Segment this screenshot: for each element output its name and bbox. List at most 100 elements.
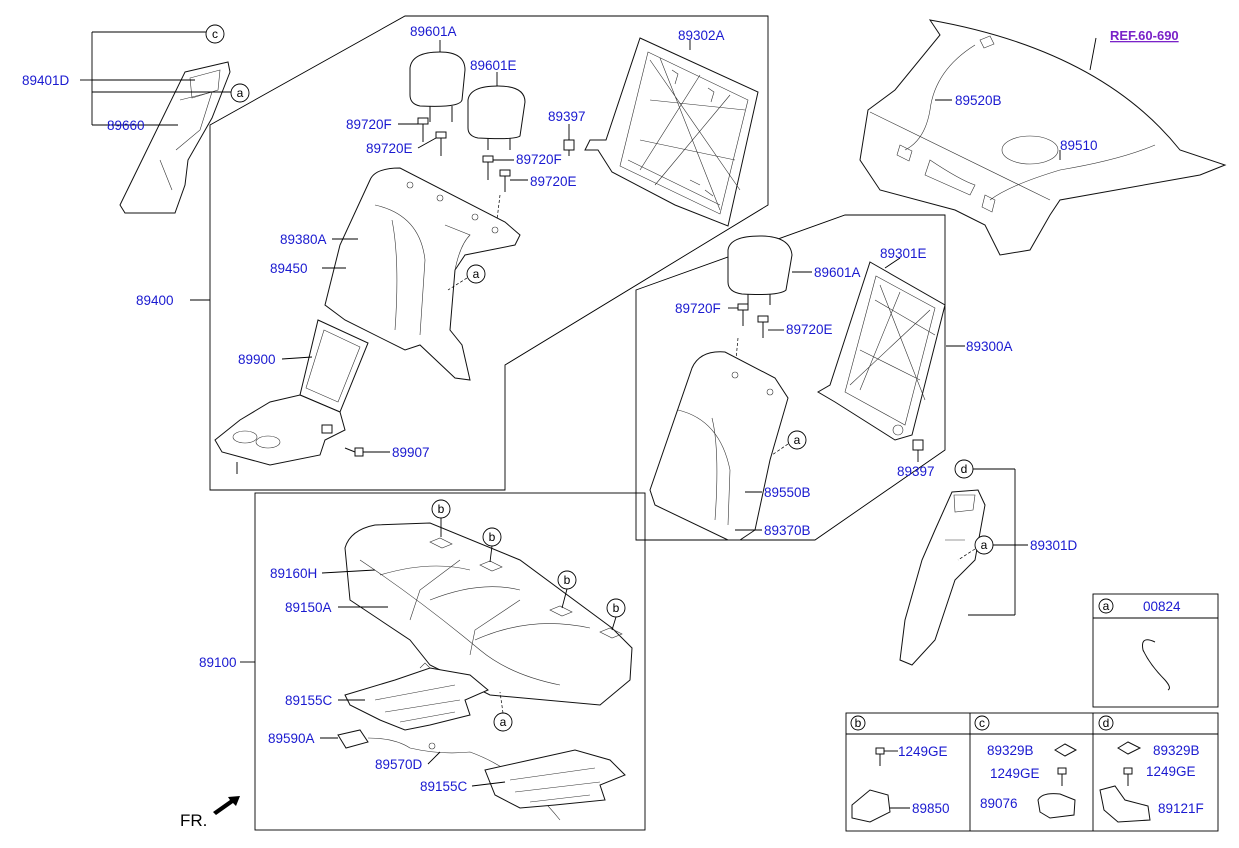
legend-c-pad-label[interactable]: 89329B — [987, 743, 1034, 758]
part-89720E-3[interactable]: 89720E — [786, 322, 833, 337]
guide-89720E-3 — [757, 315, 769, 338]
module-89590A — [337, 729, 561, 821]
legend-b-bolt-label[interactable]: 1249GE — [898, 744, 948, 759]
legend-a-part[interactable]: 00824 — [1143, 599, 1181, 614]
guide-89720E-1 — [435, 131, 447, 156]
part-89720F-1[interactable]: 89720F — [346, 117, 392, 132]
part-89510[interactable]: 89510 — [1060, 138, 1098, 153]
nut-89397-right — [912, 439, 924, 451]
guide-89720F-1 — [417, 117, 429, 142]
legend-c-key: c — [979, 716, 985, 730]
callout-a-4 — [974, 535, 994, 555]
legend-d-pad-label[interactable]: 89329B — [1153, 743, 1200, 758]
part-89450[interactable]: 89450 — [270, 261, 308, 276]
nut-89397-top — [563, 139, 575, 156]
side-bolster-right — [899, 489, 986, 666]
part-89370B[interactable]: 89370B — [764, 523, 811, 538]
part-89397-right[interactable]: 89397 — [897, 464, 935, 479]
part-89720E-1[interactable]: 89720E — [366, 141, 413, 156]
legend-c-block — [1037, 793, 1076, 819]
part-89720F-2[interactable]: 89720F — [516, 152, 562, 167]
callout-b-1-text: b — [438, 502, 445, 516]
part-89601A-right[interactable]: 89601A — [814, 265, 861, 280]
armrest-89900 — [214, 319, 369, 474]
legend-d-pad — [1117, 741, 1142, 755]
seatback-group-outline — [209, 15, 769, 491]
part-89302A[interactable]: 89302A — [678, 28, 725, 43]
part-89155C-1[interactable]: 89155C — [285, 693, 333, 708]
part-89601E[interactable]: 89601E — [470, 58, 517, 73]
right-cover — [649, 351, 789, 541]
part-89100[interactable]: 89100 — [199, 655, 237, 670]
guide-89720E-2 — [499, 169, 511, 192]
front-marker: FR. — [180, 811, 207, 830]
ref-link[interactable]: REF.60-690 — [1110, 28, 1179, 43]
part-89155C-2[interactable]: 89155C — [420, 779, 468, 794]
bolt-89907 — [344, 447, 364, 457]
legend-d-bolt — [1123, 767, 1133, 786]
headrest-89601E — [467, 85, 526, 150]
guide-89720F-2 — [482, 155, 494, 180]
part-89520B[interactable]: 89520B — [955, 93, 1002, 108]
callout-a-2-text: a — [473, 267, 480, 281]
legend-b-bolt — [875, 747, 885, 766]
right-seatback-group-outline — [635, 214, 946, 541]
legend-d-key: d — [1103, 716, 1110, 730]
part-89301D[interactable]: 89301D — [1030, 538, 1078, 553]
callout-a-3-text: a — [794, 433, 801, 447]
parcel-shelf-harness — [859, 19, 1227, 256]
legend-b-key: b — [855, 716, 862, 730]
callout-a-5-text: a — [500, 715, 507, 729]
headrest-89601A-top — [409, 51, 466, 122]
part-89900[interactable]: 89900 — [238, 352, 276, 367]
part-89550B[interactable]: 89550B — [764, 485, 811, 500]
callout-a-3 — [787, 430, 807, 450]
legend-a-box — [1092, 593, 1219, 708]
legend-d-bolt-label[interactable]: 1249GE — [1146, 764, 1196, 779]
legend-b-bracket — [851, 789, 891, 823]
legend-d-part[interactable]: 89121F — [1158, 801, 1204, 816]
legend-c-bolt-label[interactable]: 1249GE — [990, 766, 1040, 781]
seatback-cover-89380A — [324, 167, 521, 381]
seatback-frame-89302A — [584, 37, 759, 227]
callout-a — [230, 83, 250, 103]
legend-a-key: a — [1103, 599, 1110, 613]
callout-a-text: a — [237, 86, 244, 100]
callout-d-text: d — [961, 462, 968, 476]
part-89601A-top[interactable]: 89601A — [410, 24, 457, 39]
callout-b-4-text: b — [613, 601, 620, 615]
part-89720F-3[interactable]: 89720F — [675, 301, 721, 316]
legend-c-part[interactable]: 89076 — [980, 796, 1018, 811]
legend-d-block — [1099, 785, 1151, 823]
clip-00824 — [1142, 639, 1170, 691]
legend-b-part[interactable]: 89850 — [912, 801, 950, 816]
part-89160H[interactable]: 89160H — [270, 566, 317, 581]
callout-b-2-text: b — [489, 530, 496, 544]
cushion-group-outline — [254, 492, 646, 831]
part-89300A[interactable]: 89300A — [966, 339, 1013, 354]
part-89660[interactable]: 89660 — [107, 118, 145, 133]
part-89590A[interactable]: 89590A — [268, 731, 315, 746]
callout-c — [205, 24, 225, 44]
heater-mat-89155C-2 — [484, 749, 626, 809]
side-bolster-left — [119, 61, 231, 214]
headrest-89601A-right — [727, 235, 793, 305]
seat-cushion-89150A — [344, 522, 633, 706]
part-89400[interactable]: 89400 — [136, 293, 174, 308]
part-89570D[interactable]: 89570D — [375, 757, 423, 772]
heater-mat-89155C-1 — [344, 662, 489, 731]
callout-c-text: c — [212, 27, 218, 41]
part-89301E[interactable]: 89301E — [880, 246, 927, 261]
part-89150A[interactable]: 89150A — [285, 600, 332, 615]
part-89380A[interactable]: 89380A — [280, 232, 327, 247]
part-89397-top[interactable]: 89397 — [548, 109, 586, 124]
legend-c-bolt — [1057, 767, 1067, 786]
right-frame-89301E — [817, 261, 946, 441]
part-89907[interactable]: 89907 — [392, 445, 430, 460]
callout-a-2 — [466, 264, 486, 284]
callout-b-3-text: b — [564, 573, 571, 587]
part-89401D[interactable]: 89401D — [22, 73, 70, 88]
guide-89720F-3 — [737, 303, 749, 326]
part-89720E-2[interactable]: 89720E — [530, 174, 577, 189]
